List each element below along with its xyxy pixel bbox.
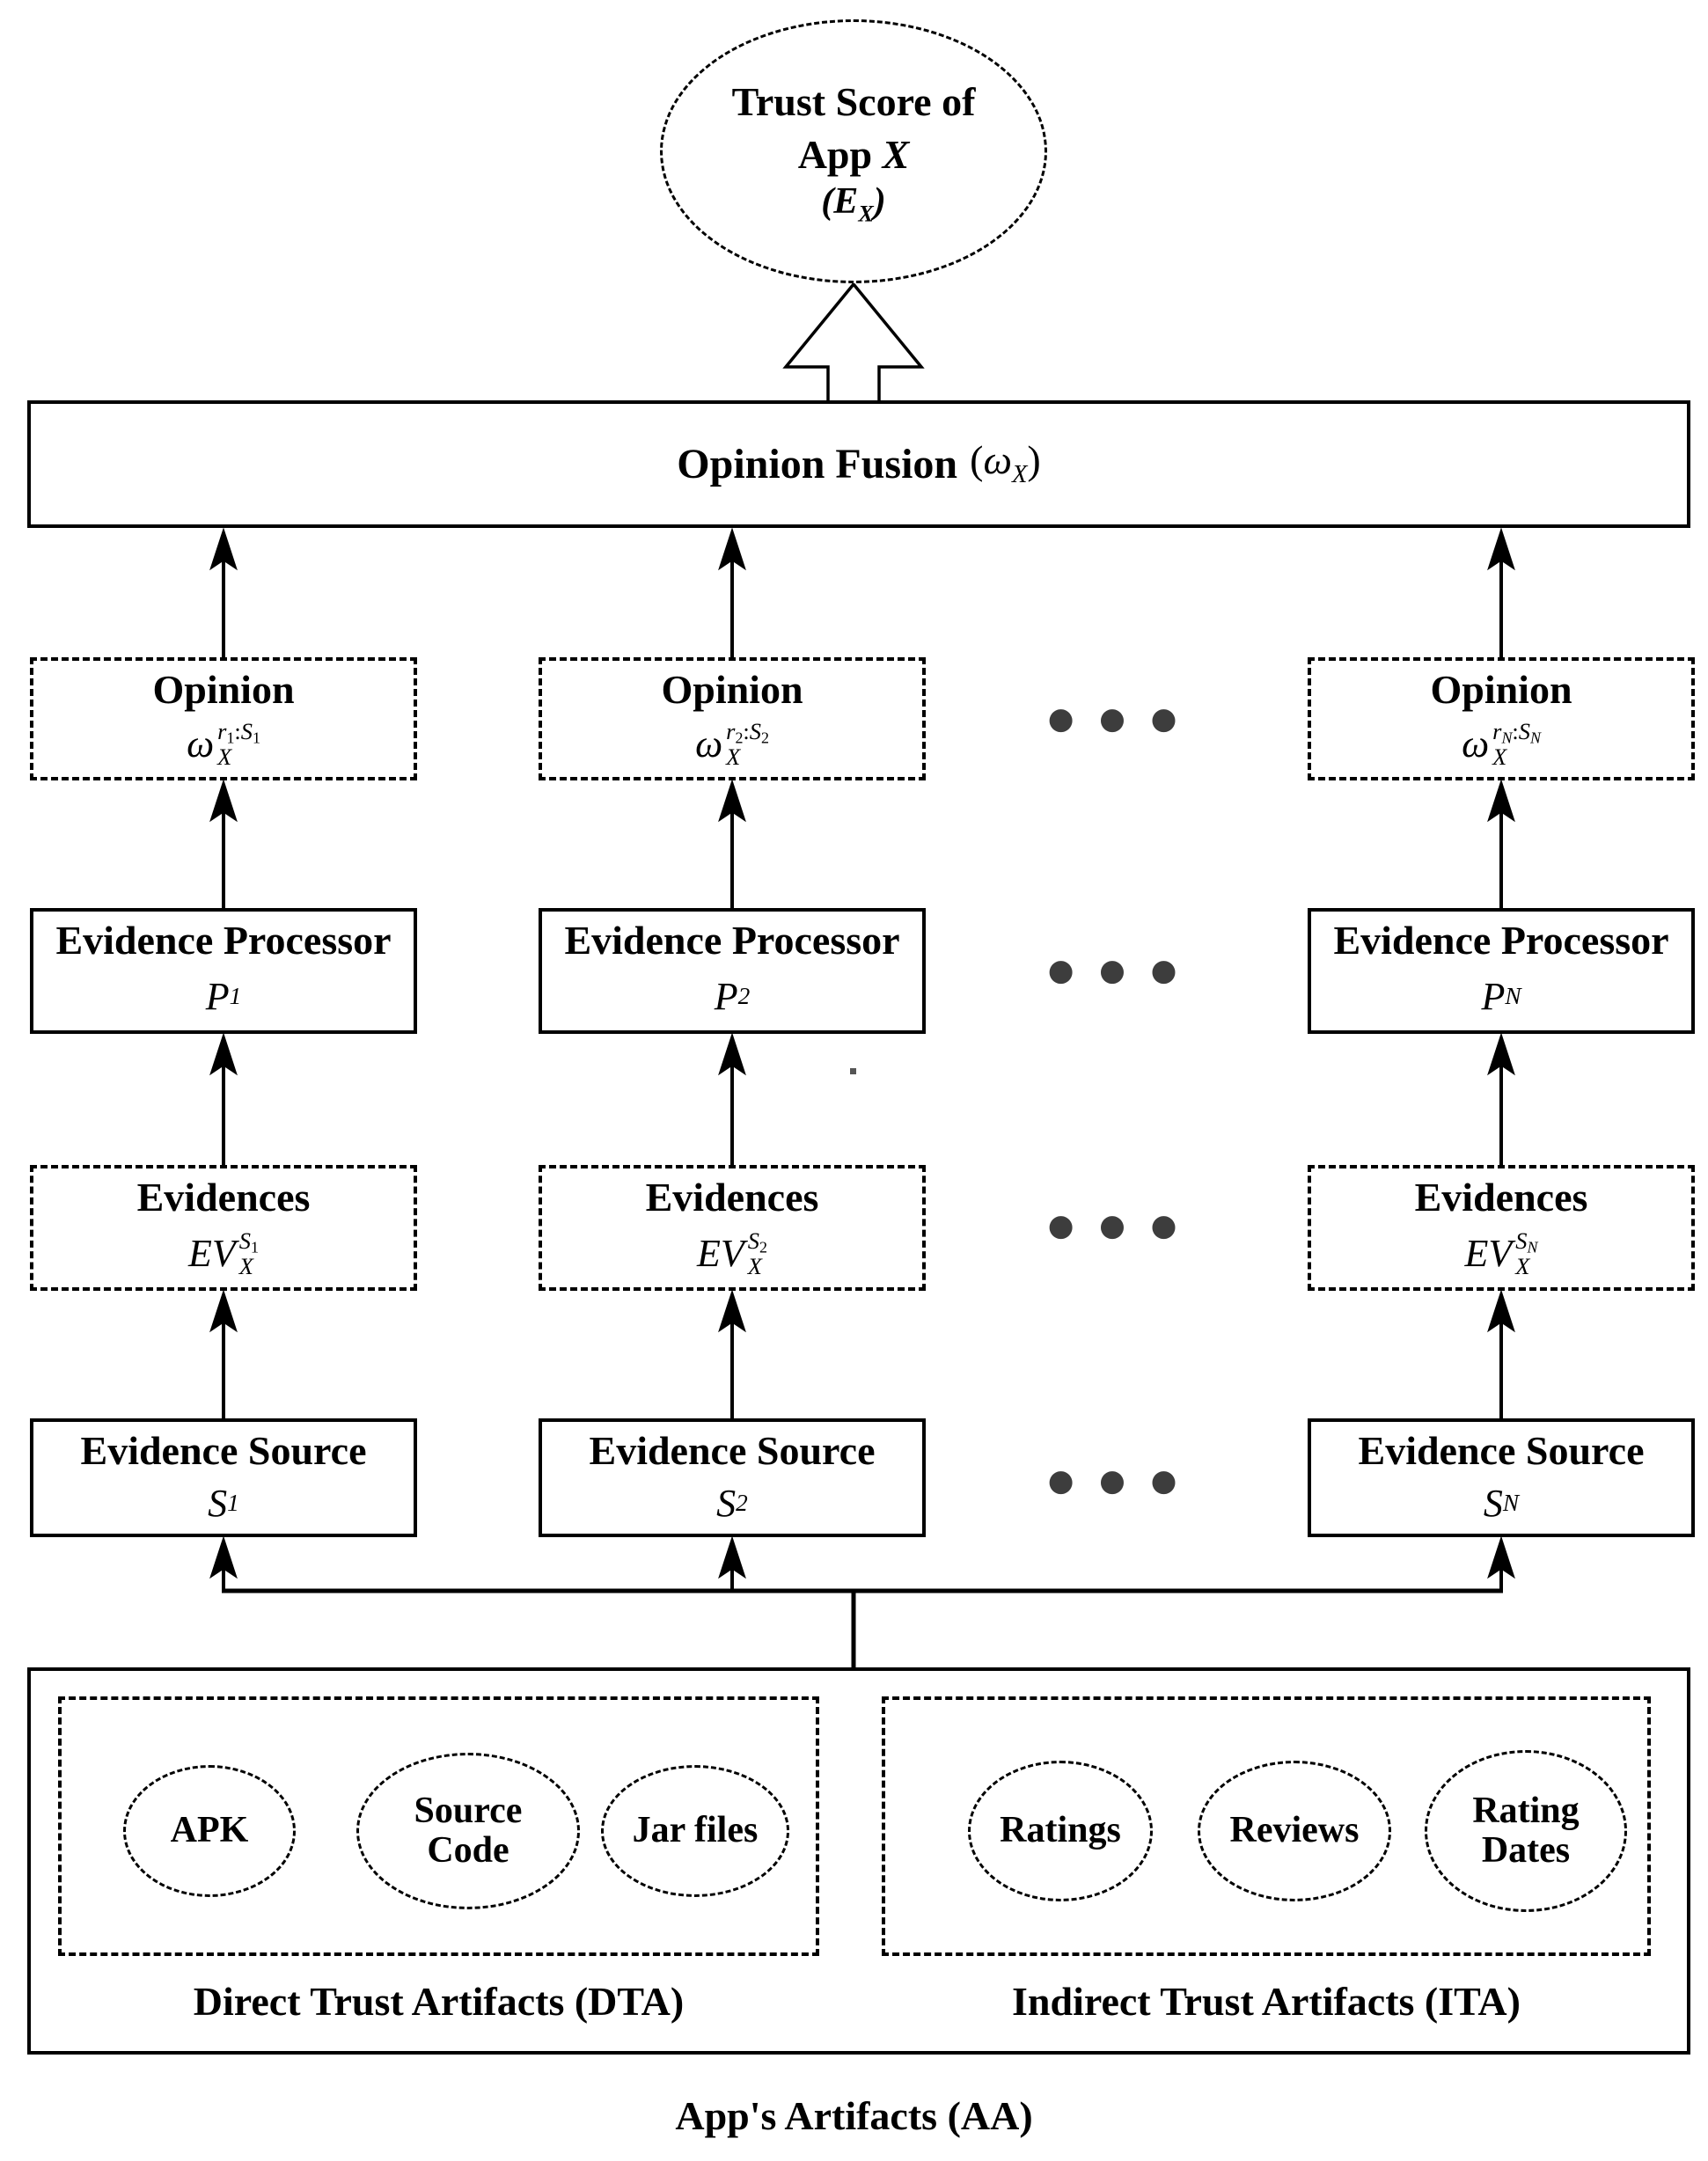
evidence-source-title: Evidence Source	[1358, 1428, 1645, 1473]
evidence-processor-title: Evidence Processor	[1333, 918, 1669, 963]
opinion-fusion-formula: (ωX)	[970, 437, 1041, 489]
evidence-processor-title: Evidence Processor	[564, 918, 900, 963]
artifact-ellipse-jar-files: Jar files	[601, 1765, 789, 1897]
evidences-title: Evidences	[1414, 1175, 1588, 1220]
opinion-title: Opinion	[152, 667, 295, 712]
ita-label: Indirect Trust Artifacts (ITA)	[1012, 1979, 1521, 2024]
dta-group-box	[58, 1696, 819, 1956]
hollow-arrow-to-trust-score	[782, 282, 925, 406]
trust-score-line1: Trust Score of	[731, 79, 976, 125]
evidence-source-title: Evidence Source	[80, 1428, 367, 1473]
ellipsis-dots-opinion-row: ● ● ●	[1047, 701, 1177, 736]
ellipsis-dots-processor-row: ● ● ●	[1047, 953, 1177, 988]
trust-score-line2: App X	[797, 131, 910, 177]
artifact-ellipse-reviews: Reviews	[1198, 1761, 1391, 1901]
ellipsis-dots-evidences-row: ● ● ●	[1047, 1208, 1177, 1243]
opinion-title: Opinion	[661, 667, 803, 712]
trust-score-formula: (EX)	[821, 180, 886, 227]
evidences-title: Evidences	[136, 1175, 311, 1220]
artifact-ellipse-rating-dates: Rating Dates	[1425, 1750, 1627, 1912]
stray-mark	[850, 1068, 856, 1074]
evidence-processor-title: Evidence Processor	[55, 918, 392, 963]
app-artifacts-caption: App's Artifacts (AA)	[675, 2093, 1033, 2138]
artifact-ellipse-apk: APK	[123, 1765, 296, 1897]
trust-score-node: Trust Score of App X (EX)	[660, 19, 1047, 283]
artifact-ellipse-ratings: Ratings	[968, 1761, 1153, 1901]
opinion-fusion-title: Opinion Fusion	[677, 441, 958, 487]
ita-group-box	[882, 1696, 1651, 1956]
artifact-ellipse-source-code: Source Code	[356, 1753, 580, 1909]
app-artifacts-container	[27, 1667, 1690, 2055]
dta-label: Direct Trust Artifacts (DTA)	[193, 1979, 685, 2024]
ellipsis-dots-source-row: ● ● ●	[1047, 1463, 1177, 1498]
evidence-source-title: Evidence Source	[589, 1428, 876, 1473]
opinion-title: Opinion	[1430, 667, 1572, 712]
opinion-fusion-box: Opinion Fusion (ωX)	[27, 400, 1690, 528]
evidences-title: Evidences	[645, 1175, 819, 1220]
